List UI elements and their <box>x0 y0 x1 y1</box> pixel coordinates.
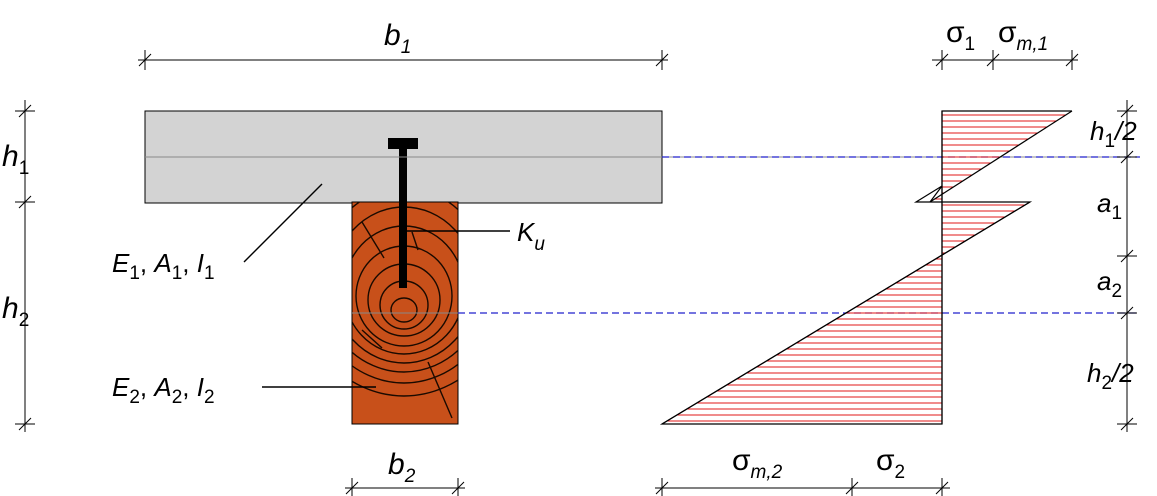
label-ku: Ku <box>517 217 545 255</box>
shear-connector <box>388 138 418 288</box>
label-h1-half: h1/2 <box>1090 116 1137 152</box>
label-e2-a2-i2: E2, A2, I2 <box>112 372 215 408</box>
stress-diagram <box>667 114 1066 422</box>
label-h2-half: h2/2 <box>1087 358 1134 394</box>
label-sigma-m1: σm,1 <box>998 16 1048 55</box>
label-sigma-m2: σm,2 <box>732 444 783 483</box>
stress-diagram-outline <box>659 110 1073 425</box>
label-b1: b1 <box>384 19 411 58</box>
label-a1: a1 <box>1097 188 1122 224</box>
label-h1: h1 <box>2 140 29 179</box>
label-h2: h2 <box>2 292 29 331</box>
label-sigma1: σ1 <box>946 16 975 55</box>
leader-e1 <box>243 183 323 263</box>
dimension-lines <box>15 50 1137 496</box>
label-b2: b2 <box>388 448 416 487</box>
label-a2: a2 <box>1097 266 1122 302</box>
label-e1-a1-i1: E1, A1, I1 <box>112 248 215 284</box>
label-sigma2: σ2 <box>876 444 905 483</box>
